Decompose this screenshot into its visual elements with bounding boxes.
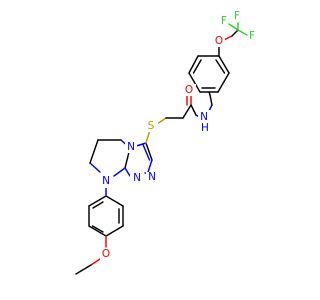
fluorine-1-label: F	[234, 10, 240, 22]
bridgehead-nitrogen-label: N	[127, 141, 135, 153]
dihydroimidazotriazole-core	[89, 139, 153, 179]
triazole-nitrogen-1-label: N	[133, 172, 141, 184]
amide-nitrogen-label: N	[200, 111, 208, 123]
fluorine-3-label: F	[221, 15, 227, 27]
trifluoromethoxy-group	[218, 22, 248, 57]
thioether-linker	[145, 117, 184, 144]
sulfur-label: S	[148, 120, 155, 132]
fluorine-2-label: F	[249, 30, 255, 42]
ring-nitrogen-7-label: N	[102, 175, 110, 187]
molecule-canvas: O N N N N S O N H O F F F	[75, 10, 255, 275]
trifluoromethoxyphenyl-ring	[188, 55, 230, 96]
carbonyl-oxygen-label: O	[185, 84, 193, 96]
atom-labels: O N N N N S O N H O F F F	[100, 10, 255, 260]
methoxy-group	[75, 235, 107, 275]
triazole-nitrogen-2-label: N	[148, 171, 156, 183]
methoxy-oxygen-label: O	[102, 248, 110, 260]
methoxyphenyl-ring	[88, 195, 124, 237]
amide-hydrogen-label: H	[201, 122, 209, 134]
trifluoromethoxy-oxygen-label: O	[215, 35, 223, 47]
molecule-structure: O N N N N S O N H O F F F	[75, 10, 255, 275]
